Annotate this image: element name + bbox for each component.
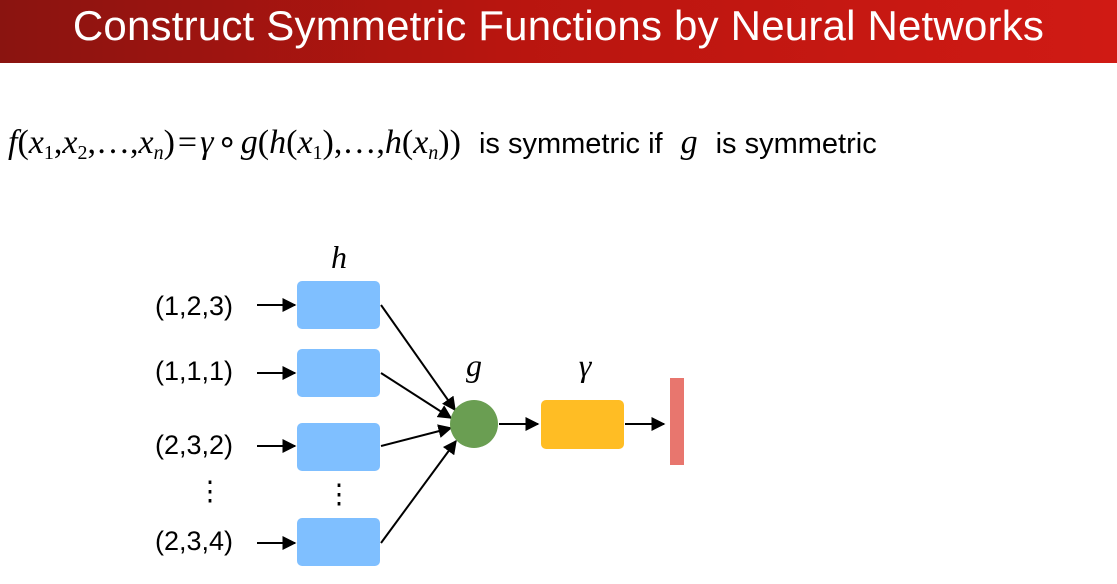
h-box-2: [297, 349, 380, 397]
input-ellipsis: ⋮: [197, 476, 224, 506]
input-label-3: (2,3,2): [155, 430, 233, 460]
g-label: g: [466, 347, 482, 383]
formula-statement: is symmetric if: [478, 128, 663, 160]
title-bar: Construct Symmetric Functions by Neural …: [0, 0, 1117, 63]
formula-expression: f(x1,x2,…,xn)=γ∘g(h(x1),…,h(xn)): [8, 124, 461, 164]
formula-conclusion: is symmetric: [715, 128, 877, 160]
g-node: [450, 400, 498, 448]
h-to-g-arrow-3: [380, 424, 453, 447]
formula-g-symbol: g: [680, 124, 698, 161]
h-box-3: [297, 423, 380, 471]
slide-title: Construct Symmetric Functions by Neural …: [72, 2, 1045, 49]
h-label: h: [331, 239, 347, 275]
formula-row: f(x1,x2,…,xn)=γ∘g(h(x1),…,h(xn)) is symm…: [8, 122, 877, 172]
h-to-g-arrow-4: [380, 439, 457, 544]
h-to-g-arrow-2: [380, 372, 453, 419]
h-box-1: [297, 281, 380, 329]
input-label-4: (2,3,4): [155, 526, 233, 556]
h-box-4: [297, 518, 380, 566]
h-ellipsis: ⋮: [326, 479, 353, 509]
gamma-label: γ: [579, 347, 593, 383]
gamma-box: [541, 400, 624, 449]
input-label-1: (1,2,3): [155, 291, 233, 321]
input-label-2: (1,1,1): [155, 356, 233, 386]
h-to-g-arrow-1: [380, 304, 456, 412]
output-bar: [670, 378, 684, 465]
